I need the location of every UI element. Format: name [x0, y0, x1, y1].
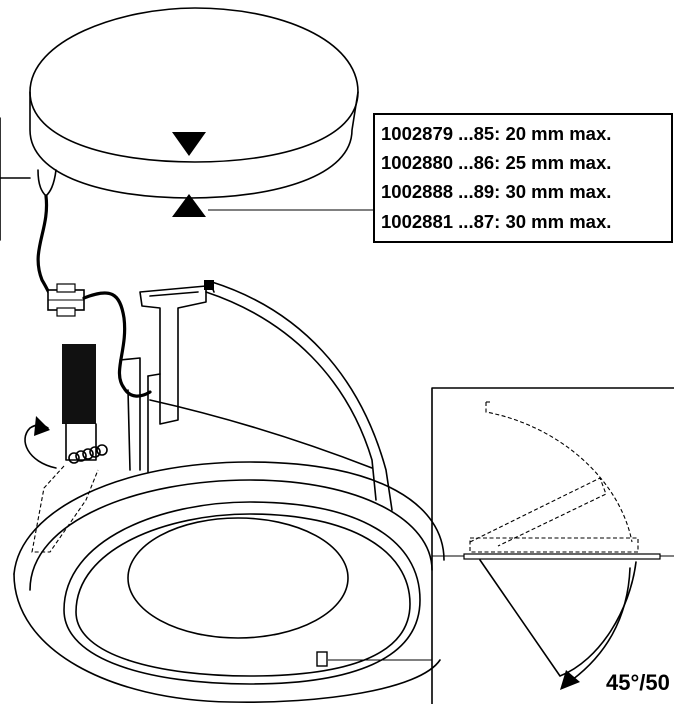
tilt-angle-label: 45°/50 [606, 670, 670, 695]
spec-row-2: 1002880 ...86: 25 mm max. [381, 152, 611, 173]
ceiling-panel [29, 7, 359, 199]
tilt-detail-inset [431, 387, 674, 704]
tilt-arrow-icon [571, 567, 631, 681]
thickness-arrow-up-icon [172, 194, 206, 217]
spec-table: 1002879 ...85: 20 mm max. 1002880 ...86:… [373, 113, 673, 243]
driver-unit [31, 344, 108, 553]
spec-row-1: 1002879 ...85: 20 mm max. [381, 123, 611, 144]
thickness-arrow-down-icon [172, 132, 206, 156]
luminaire-bezel [13, 461, 445, 703]
mains-supply [0, 117, 57, 302]
spec-row-4: 1002881 ...87: 30 mm max. [381, 211, 611, 232]
spec-row-3: 1002888 ...89: 30 mm max. [381, 181, 611, 202]
luminaire-housing [119, 280, 393, 511]
wire-connector [47, 283, 85, 317]
